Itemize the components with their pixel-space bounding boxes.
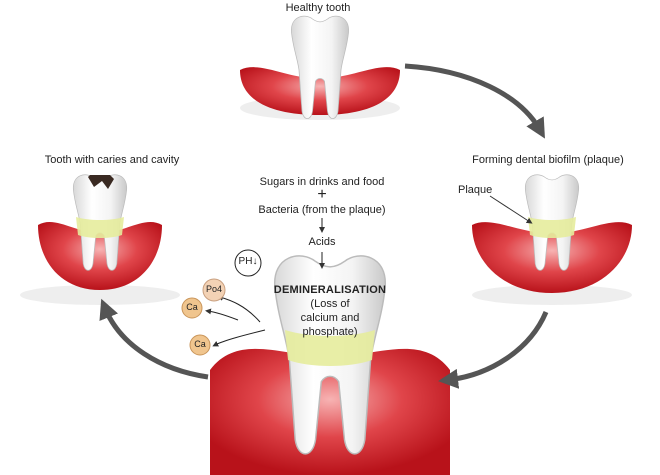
demin-line: (Loss of bbox=[310, 298, 350, 310]
demin-title: DEMINERALISATION bbox=[273, 284, 387, 296]
demineralisation-text: DEMINERALISATION (Loss of calcium and ph… bbox=[274, 283, 386, 339]
ion-arrow bbox=[205, 308, 239, 321]
plaque-tooth bbox=[472, 174, 632, 305]
arrow-demineralisation-to-caries bbox=[99, 298, 209, 380]
label-caries: Tooth with caries and cavity bbox=[44, 154, 180, 166]
label-ph: PH↓ bbox=[238, 256, 258, 267]
ion-arrow bbox=[217, 294, 261, 323]
ca-ion bbox=[189, 334, 211, 356]
healthy-tooth bbox=[240, 15, 400, 120]
label-sugars: Sugars in drinks and food bbox=[259, 176, 385, 188]
label-bacteria: Bacteria (from the plaque) bbox=[258, 204, 386, 216]
arrow-biofilm-to-demineralisation bbox=[438, 311, 549, 389]
label-healthy-tooth: Healthy tooth bbox=[285, 2, 351, 14]
ca-ion bbox=[181, 297, 203, 319]
demin-line: calcium and bbox=[300, 312, 360, 324]
label-biofilm: Forming dental biofilm (plaque) bbox=[472, 154, 624, 166]
plaque-pointer bbox=[489, 195, 533, 224]
demin-line: phosphate) bbox=[302, 326, 358, 338]
label-acids: Acids bbox=[308, 236, 336, 248]
plus-sign: + bbox=[317, 186, 327, 203]
label-ca: Ca bbox=[186, 302, 198, 312]
label-plaque: Plaque bbox=[458, 184, 493, 196]
cavity bbox=[88, 175, 114, 189]
po4-ion bbox=[202, 278, 226, 302]
label-ca: Ca bbox=[194, 339, 206, 349]
caries-tooth bbox=[20, 174, 180, 305]
label-po4: Po4 bbox=[205, 284, 223, 294]
demineralisation-tooth bbox=[210, 255, 450, 475]
ion-arrow bbox=[212, 329, 266, 347]
arrow-healthy-to-biofilm bbox=[404, 63, 545, 139]
ph-circle bbox=[234, 249, 262, 277]
